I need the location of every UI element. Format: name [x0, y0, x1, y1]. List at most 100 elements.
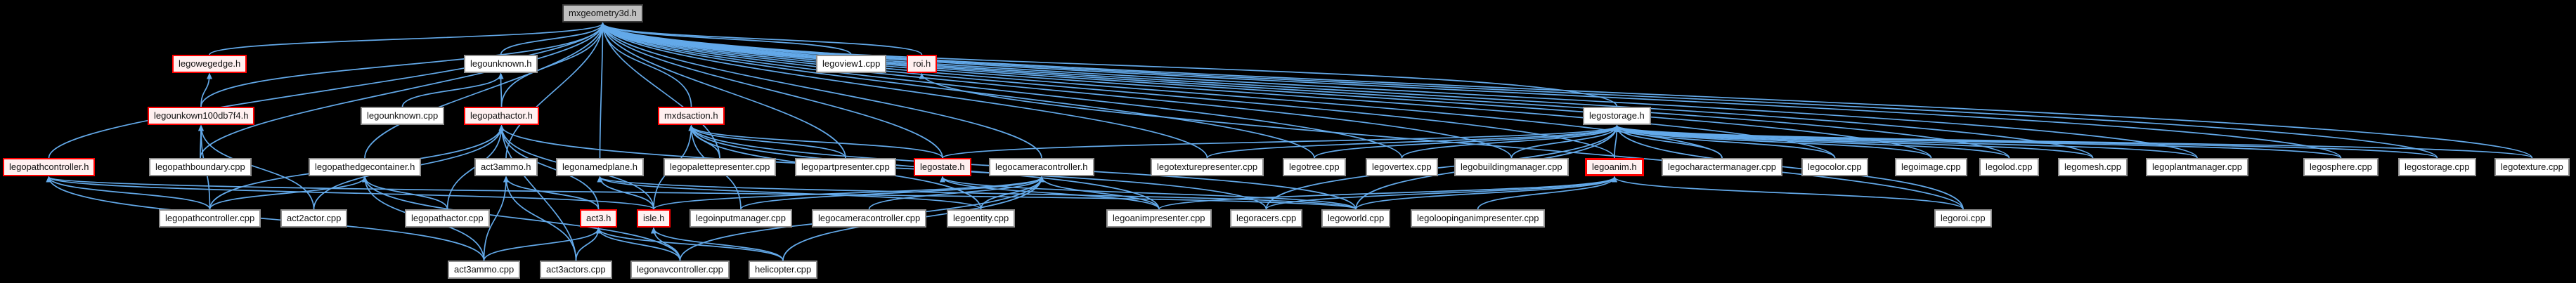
graph-node-legostate-h[interactable]: legostate.h	[914, 158, 971, 176]
graph-edge	[600, 22, 1042, 159]
graph-edge	[1401, 124, 1620, 159]
graph-node-legostorage-h[interactable]: legostorage.h	[1583, 107, 1651, 125]
graph-edge	[1614, 124, 1932, 159]
graph-edge	[503, 176, 600, 210]
graph-node-legoanimpresenter-cpp[interactable]: legoanimpresenter.cpp	[1106, 209, 1212, 228]
graph-edge	[600, 22, 1513, 159]
graph-node-legoimage-cpp[interactable]: legoimage.cpp	[1895, 158, 1967, 176]
graph-node-legopathcontroller-h[interactable]: legopathcontroller.h	[3, 158, 96, 176]
graph-node-legoentity-cpp[interactable]: legoentity.cpp	[947, 209, 1016, 228]
graph-node-mxgeometry3d-h: mxgeometry3d.h	[562, 4, 643, 22]
graph-edge	[942, 124, 1620, 159]
graph-edge	[600, 22, 1208, 159]
graph-node-legoracers-cpp[interactable]: legoracers.cpp	[1230, 209, 1303, 228]
graph-node-legomesh-cpp[interactable]: legomesh.cpp	[2058, 158, 2128, 176]
graph-edge	[1614, 124, 2533, 159]
graph-edge	[500, 22, 606, 55]
graph-node-legounknown-h[interactable]: legounknown.h	[464, 55, 538, 73]
graph-node-helicopter-cpp[interactable]: helicopter.cpp	[749, 261, 818, 279]
graph-edge	[1206, 124, 1620, 159]
graph-node-legopalettepresenter-cpp[interactable]: legopalettepresenter.cpp	[664, 158, 777, 176]
graph-edge	[1614, 124, 1836, 159]
graph-node-legoview1-cpp[interactable]: legoview1.cpp	[816, 55, 887, 73]
graph-edge	[505, 22, 606, 159]
graph-edge	[498, 124, 600, 210]
graph-node-legounkown100db7f4-h[interactable]: legounkown100db7f4.h	[148, 107, 255, 125]
graph-node-legopathcontroller-cpp[interactable]: legopathcontroller.cpp	[159, 209, 261, 228]
graph-edge	[653, 176, 1044, 210]
graph-edge	[740, 176, 1044, 210]
graph-edge	[483, 176, 509, 261]
graph-edge	[600, 22, 923, 55]
graph-node-legopathedgecontainer-h[interactable]: legopathedgecontainer.h	[309, 158, 422, 176]
graph-node-legostorage-cpp[interactable]: legostorage.cpp	[2398, 158, 2476, 176]
graph-edge	[940, 176, 1160, 210]
graph-edge	[498, 124, 577, 261]
graph-edge	[1158, 176, 1617, 210]
graph-node-legosphere-cpp[interactable]: legosphere.cpp	[2303, 158, 2378, 176]
graph-node-legoinputmanager-cpp[interactable]: legoinputmanager.cpp	[690, 209, 792, 228]
graph-edge	[595, 227, 784, 261]
graph-node-legobuildingmanager-cpp[interactable]: legobuildingmanager.cpp	[1454, 158, 1569, 176]
graph-node-legoplantmanager-cpp[interactable]: legoplantmanager.cpp	[2146, 158, 2248, 176]
graph-node-legocameracontroller-cpp[interactable]: legocameracontroller.cpp	[812, 209, 927, 228]
graph-edge	[651, 227, 784, 261]
graph-edge	[599, 22, 606, 159]
graph-edge	[401, 72, 504, 107]
graph-node-legotexture-cpp[interactable]: legotexture.cpp	[2494, 158, 2570, 176]
graph-node-legopathactor-h[interactable]: legopathactor.h	[464, 107, 539, 125]
graph-node-legocolor-cpp[interactable]: legocolor.cpp	[1801, 158, 1868, 176]
graph-node-legotexturepresenter-cpp[interactable]: legotexturepresenter.cpp	[1151, 158, 1264, 176]
graph-edge	[1614, 124, 1964, 210]
graph-edge	[1355, 176, 1617, 210]
graph-node-legopartpresenter-cpp[interactable]: legopartpresenter.cpp	[795, 158, 896, 176]
graph-edge	[1314, 124, 1620, 159]
graph-node-legowegedge-h[interactable]: legowegedge.h	[172, 55, 247, 73]
graph-node-legovertex-cpp[interactable]: legovertex.cpp	[1366, 158, 1438, 176]
graph-node-legoworld-cpp[interactable]: legoworld.cpp	[1321, 209, 1391, 228]
graph-edge	[688, 124, 943, 159]
graph-edge	[600, 22, 2010, 159]
graph-edge	[364, 22, 606, 159]
graph-node-act3ammo-cpp[interactable]: act3ammo.cpp	[448, 261, 521, 279]
graph-node-roi-h[interactable]: roi.h	[907, 55, 938, 73]
graph-edge	[200, 72, 212, 107]
graph-node-act2actor-cpp[interactable]: act2actor.cpp	[280, 209, 348, 228]
graph-edge	[503, 176, 577, 261]
graph-edge	[1614, 124, 2438, 159]
graph-node-legonamedplane-h[interactable]: legonamedplane.h	[556, 158, 644, 176]
graph-node-legoanim-h[interactable]: legoanim.h	[1585, 158, 1644, 176]
graph-node-legopathactor-cpp[interactable]: legopathactor.cpp	[405, 209, 490, 228]
graph-node-isle-h[interactable]: isle.h	[637, 209, 671, 228]
graph-node-legoloopinganimpresenter-cpp[interactable]: legoloopinganimpresenter.cpp	[1411, 209, 1546, 228]
graph-edge	[600, 22, 1315, 159]
graph-edge	[600, 22, 852, 55]
graph-node-legotree-cpp[interactable]: legotree.cpp	[1283, 158, 1346, 176]
graph-node-legounknown-cpp[interactable]: legounknown.cpp	[361, 107, 445, 125]
graph-node-legopathboundary-cpp[interactable]: legopathboundary.cpp	[149, 158, 252, 176]
graph-node-mxdsaction-h[interactable]: mxdsaction.h	[658, 107, 725, 125]
graph-edge	[600, 22, 2533, 159]
graph-node-act3ammo-h[interactable]: act3ammo.h	[474, 158, 538, 176]
graph-node-legocharactermanager-cpp[interactable]: legocharactermanager.cpp	[1662, 158, 1782, 176]
graph-node-legonavcontroller-cpp[interactable]: legonavcontroller.cpp	[630, 261, 730, 279]
graph-edge	[1265, 124, 1620, 210]
graph-node-legoroi-cpp[interactable]: legoroi.cpp	[1934, 209, 1992, 228]
graph-node-legolod-cpp[interactable]: legolod.cpp	[1979, 158, 2039, 176]
graph-edge	[1039, 176, 1160, 210]
graph-edge	[595, 227, 681, 261]
graph-edge	[600, 22, 943, 159]
graph-edge	[48, 22, 606, 159]
graph-node-legocameracontroller-h[interactable]: legocameracontroller.h	[989, 158, 1094, 176]
graph-edge	[600, 22, 2342, 159]
graph-edge	[1614, 124, 2198, 159]
graph-edge	[597, 176, 1357, 210]
graph-edge	[483, 227, 602, 261]
graph-edge	[209, 176, 368, 210]
graph-edge	[940, 176, 1357, 210]
graph-node-act3actors-cpp[interactable]: act3actors.cpp	[540, 261, 612, 279]
graph-edge	[46, 176, 1357, 210]
graph-edge	[919, 72, 1964, 210]
graph-node-act3-h[interactable]: act3.h	[580, 209, 618, 228]
